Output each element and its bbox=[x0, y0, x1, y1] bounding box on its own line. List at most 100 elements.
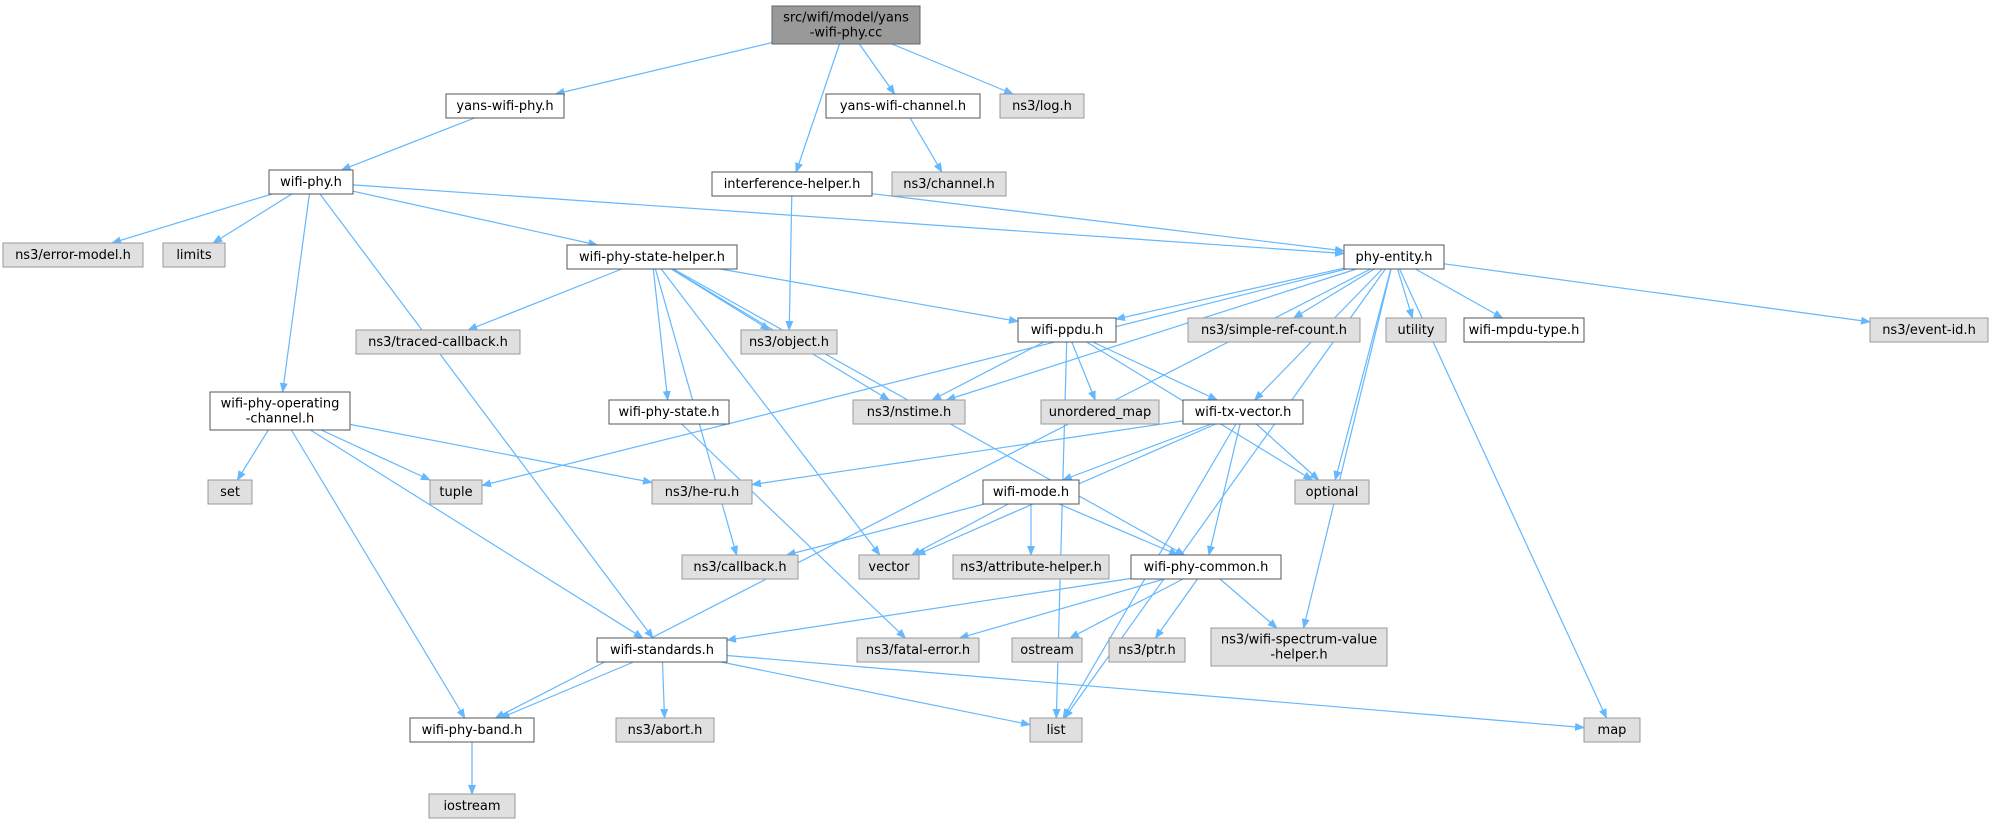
edge-wifi-phy-operating-channel-h-to-set bbox=[236, 429, 269, 481]
node-ns3-object-h: ns3/object.h bbox=[740, 329, 838, 355]
node-root[interactable]: src/wifi/model/yans-wifi-phy.cc bbox=[771, 5, 921, 45]
node-ostream: ostream bbox=[1011, 637, 1083, 663]
node-set: set bbox=[207, 479, 253, 505]
node-ns3-wifi-spectrum-value-helper-h: ns3/wifi-spectrum-value-helper.h bbox=[1210, 627, 1388, 667]
node-label: ns3/wifi-spectrum-value bbox=[1221, 633, 1377, 648]
node-box bbox=[825, 93, 981, 119]
node-box bbox=[651, 479, 753, 505]
node-box bbox=[999, 93, 1085, 119]
edge-wifi-standards-h-to-list bbox=[720, 661, 1031, 727]
node-wifi-phy-band-h[interactable]: wifi-phy-band.h bbox=[409, 717, 535, 743]
node-ns3-abort-h: ns3/abort.h bbox=[615, 717, 715, 743]
node-box bbox=[1011, 637, 1083, 663]
node-ns3-he-ru-h: ns3/he-ru.h bbox=[651, 479, 753, 505]
edge-wifi-phy-state-helper-h-to-wifi-ppdu-h bbox=[720, 268, 1019, 324]
node-ns3-error-model-h: ns3/error-model.h bbox=[2, 242, 144, 268]
node-label: limits bbox=[176, 248, 212, 263]
edge-wifi-phy-common-h-to-wifi-standards-h bbox=[726, 577, 1132, 643]
node-wifi-mpdu-type-h[interactable]: wifi-mpdu-type.h bbox=[1463, 317, 1585, 343]
edge-wifi-phy-operating-channel-h-to-ns3-he-ru-h bbox=[349, 423, 653, 485]
node-box bbox=[982, 479, 1080, 505]
node-label: wifi-tx-vector.h bbox=[1195, 405, 1292, 420]
node-label: wifi-mode.h bbox=[993, 485, 1069, 500]
node-label: ns3/simple-ref-count.h bbox=[1201, 323, 1347, 338]
node-ns3-fatal-error-h: ns3/fatal-error.h bbox=[856, 637, 980, 663]
node-box bbox=[711, 171, 873, 197]
node-label: -helper.h bbox=[1270, 648, 1327, 663]
edge-wifi-tx-vector-h-to-optional bbox=[1255, 423, 1320, 481]
node-phy-entity-h[interactable]: phy-entity.h bbox=[1343, 244, 1445, 270]
edge-phy-entity-h-to-ns3-nstime-h bbox=[945, 268, 1357, 402]
node-ns3-log-h: ns3/log.h bbox=[999, 93, 1085, 119]
node-interference-helper-h[interactable]: interference-helper.h bbox=[711, 171, 873, 197]
node-label: ns3/log.h bbox=[1012, 99, 1072, 114]
node-label: wifi-phy-operating bbox=[221, 397, 340, 412]
node-label: tuple bbox=[439, 485, 472, 500]
edge-root-to-interference-helper-h bbox=[795, 43, 841, 173]
node-utility: utility bbox=[1385, 317, 1447, 343]
node-box bbox=[1343, 244, 1445, 270]
edge-wifi-phy-state-helper-h-to-ns3-traced-callback-h bbox=[467, 268, 623, 331]
node-limits: limits bbox=[162, 242, 226, 268]
node-box bbox=[428, 793, 516, 819]
node-label: ns3/he-ru.h bbox=[665, 485, 740, 500]
node-wifi-mode-h[interactable]: wifi-mode.h bbox=[982, 479, 1080, 505]
node-box bbox=[1130, 554, 1282, 580]
edge-wifi-phy-common-h-to-ostream bbox=[1069, 578, 1184, 639]
node-ns3-channel-h: ns3/channel.h bbox=[891, 171, 1007, 197]
node-wifi-phy-state-h[interactable]: wifi-phy-state.h bbox=[608, 399, 730, 425]
node-label: wifi-phy-common.h bbox=[1144, 560, 1269, 575]
node-label: ns3/object.h bbox=[749, 335, 829, 350]
edge-phy-entity-h-to-optional bbox=[1333, 268, 1392, 481]
node-label: optional bbox=[1306, 485, 1359, 500]
node-label: map bbox=[1598, 723, 1627, 738]
node-wifi-ppdu-h[interactable]: wifi-ppdu.h bbox=[1017, 317, 1117, 343]
node-wifi-phy-state-helper-h[interactable]: wifi-phy-state-helper.h bbox=[566, 244, 738, 270]
node-wifi-phy-common-h[interactable]: wifi-phy-common.h bbox=[1130, 554, 1282, 580]
edge-wifi-phy-common-h-to-ns3-wifi-spectrum-value-helper-h bbox=[1219, 578, 1278, 629]
node-label: vector bbox=[868, 560, 910, 575]
edge-wifi-mode-h-to-wifi-phy-common-h bbox=[1058, 503, 1179, 556]
edge-wifi-standards-h-to-wifi-phy-band-h bbox=[499, 661, 634, 719]
node-box bbox=[1583, 717, 1641, 743]
edge-wifi-tx-vector-h-to-wifi-phy-common-h bbox=[1207, 423, 1241, 556]
edge-phy-entity-h-to-wifi-ppdu-h bbox=[1115, 267, 1345, 322]
edge-phy-entity-h-to-wifi-mpdu-type-h bbox=[1415, 268, 1504, 319]
edge-wifi-phy-h-to-wifi-phy-state-helper-h bbox=[352, 190, 599, 247]
node-wifi-phy-operating-channel-h[interactable]: wifi-phy-operating-channel.h bbox=[209, 391, 351, 431]
node-box bbox=[771, 5, 921, 45]
node-label: ostream bbox=[1020, 643, 1074, 658]
node-box bbox=[1108, 637, 1186, 663]
node-map: map bbox=[1583, 717, 1641, 743]
node-label: phy-entity.h bbox=[1356, 250, 1433, 265]
node-iostream: iostream bbox=[428, 793, 516, 819]
node-list: list bbox=[1029, 717, 1083, 743]
node-box bbox=[2, 242, 144, 268]
node-ns3-callback-h: ns3/callback.h bbox=[681, 554, 799, 580]
node-label: iostream bbox=[443, 799, 500, 814]
node-label: ns3/attribute-helper.h bbox=[960, 560, 1102, 575]
node-label: yans-wifi-phy.h bbox=[456, 99, 553, 114]
node-label: ns3/ptr.h bbox=[1118, 643, 1176, 658]
file-nodes: src/wifi/model/yans-wifi-phy.cc yans-wifi… bbox=[2, 5, 1989, 819]
node-wifi-tx-vector-h[interactable]: wifi-tx-vector.h bbox=[1182, 399, 1304, 425]
edge-phy-entity-h-to-map bbox=[1398, 268, 1608, 719]
node-box bbox=[1463, 317, 1585, 343]
node-box bbox=[355, 329, 521, 355]
node-yans-wifi-phy-h[interactable]: yans-wifi-phy.h bbox=[445, 93, 565, 119]
edge-wifi-phy-h-to-phy-entity-h bbox=[352, 184, 1345, 257]
node-wifi-phy-h[interactable]: wifi-phy.h bbox=[268, 169, 354, 195]
node-label: ns3/event-id.h bbox=[1882, 323, 1976, 338]
dependency-edges bbox=[111, 42, 1871, 795]
edge-wifi-ppdu-h-to-unordered-map bbox=[1071, 341, 1096, 401]
node-box bbox=[566, 244, 738, 270]
node-wifi-standards-h[interactable]: wifi-standards.h bbox=[596, 637, 728, 663]
node-yans-wifi-channel-h[interactable]: yans-wifi-channel.h bbox=[825, 93, 981, 119]
node-label: wifi-standards.h bbox=[610, 643, 714, 658]
edge-wifi-phy-operating-channel-h-to-wifi-phy-band-h bbox=[290, 429, 466, 719]
edge-wifi-phy-common-h-to-ns3-ptr-h bbox=[1154, 578, 1198, 639]
node-box bbox=[1187, 317, 1361, 343]
edge-yans-wifi-phy-h-to-wifi-phy-h bbox=[340, 117, 475, 171]
node-box bbox=[852, 399, 966, 425]
